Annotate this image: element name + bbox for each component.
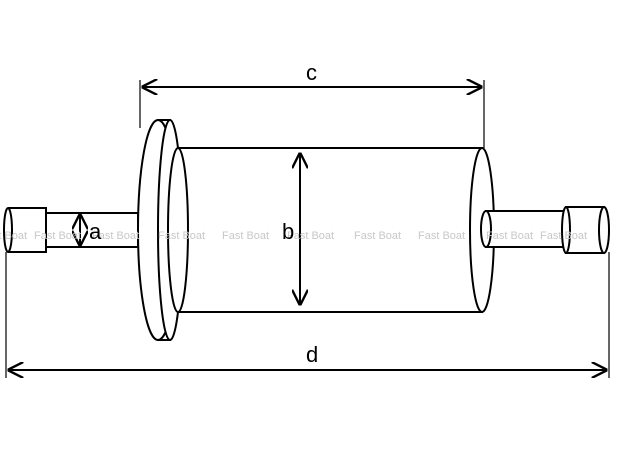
watermark-text: Fast Boat — [540, 230, 587, 242]
watermark-text: Fast Boat — [354, 230, 401, 242]
dimension-c-label: c — [306, 60, 317, 85]
watermark-text: Fast Boat — [92, 230, 139, 242]
extension-lines — [5, 80, 610, 378]
watermark-text: Fast Boat — [0, 230, 27, 242]
watermark-row: Fast Boat Fast Boat Fast Boat Fast Boat … — [0, 230, 587, 242]
dimension-b-label: b — [282, 219, 294, 244]
right-hose-barb — [480, 206, 610, 254]
watermark-text: Fast Boat — [222, 230, 269, 242]
watermark-text: Fast Boat — [34, 230, 81, 242]
dimension-a-label: a — [89, 219, 102, 244]
watermark-text: Fast Boat — [287, 230, 334, 242]
dimension-d-label: d — [306, 342, 318, 367]
left-hose-barb — [3, 207, 139, 253]
dimension-arrows — [9, 87, 606, 370]
watermark-text: Fast Boat — [486, 230, 533, 242]
watermark-text: Fast Boat — [418, 230, 465, 242]
watermark-text: Fast Boat — [158, 230, 205, 242]
